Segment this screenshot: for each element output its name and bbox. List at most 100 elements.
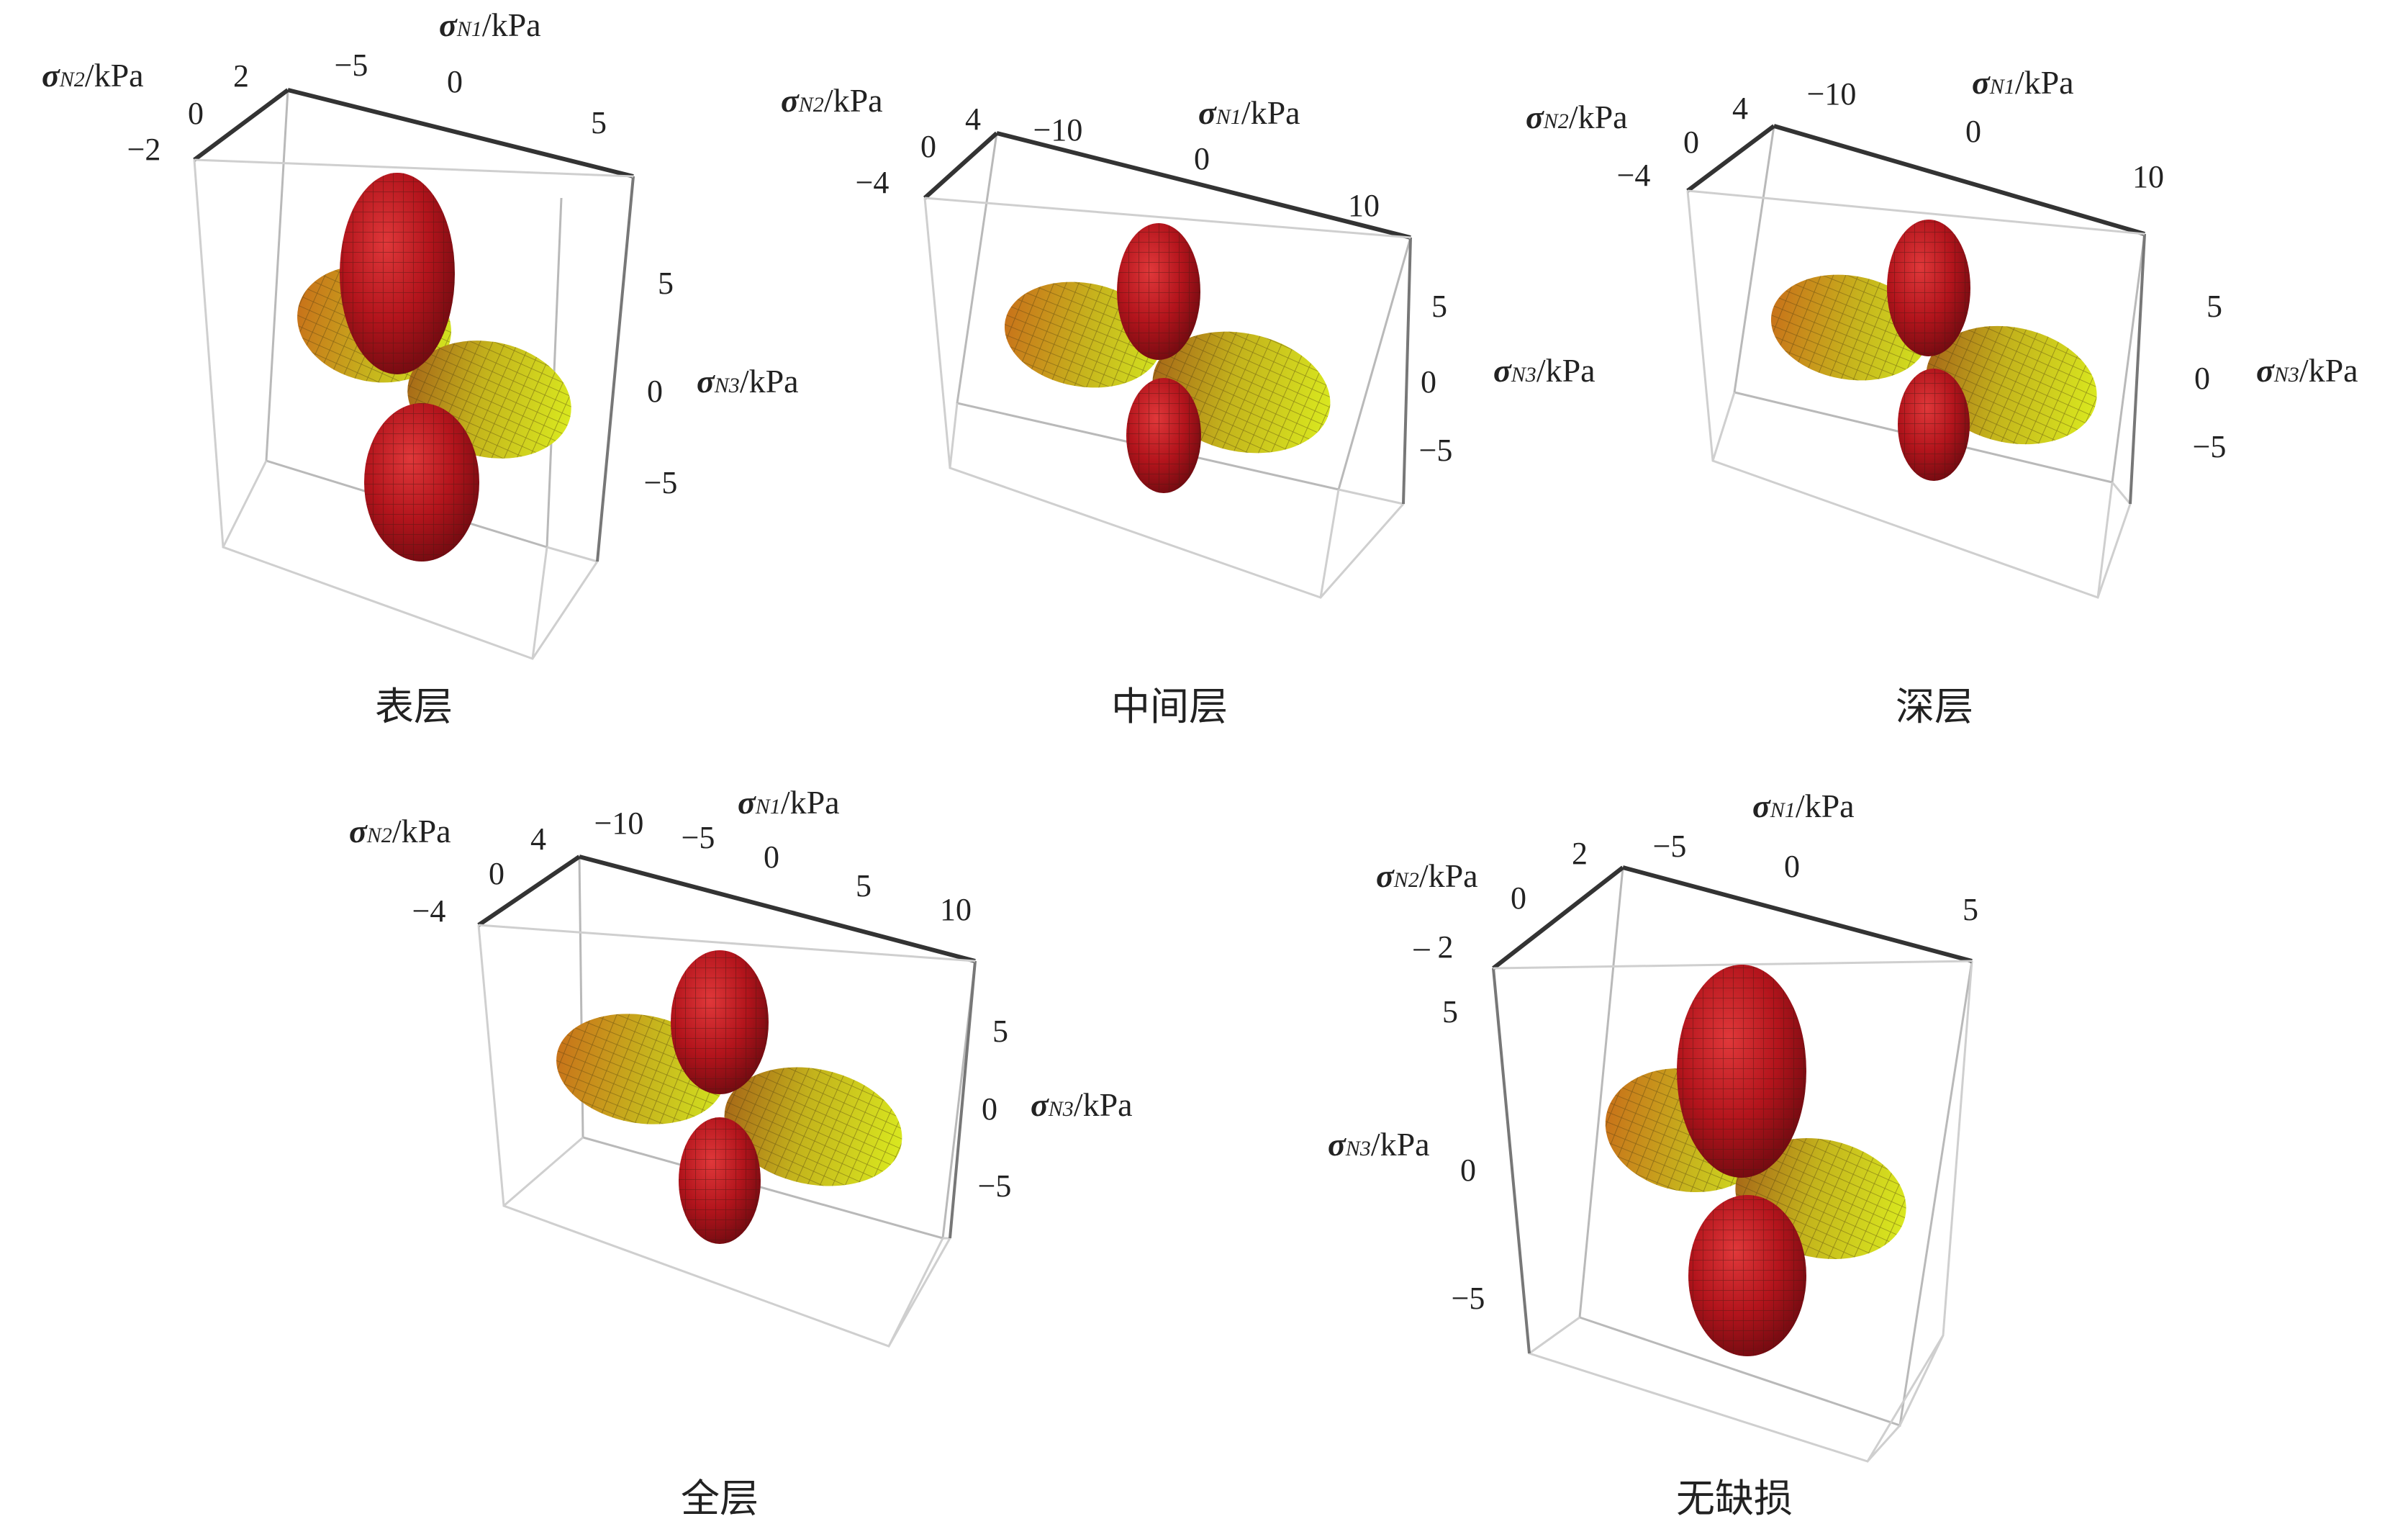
tick-n3-1: 0 xyxy=(1460,1153,1476,1188)
axis-sub-n3: N3 xyxy=(714,374,740,397)
axis-n1-line xyxy=(996,131,1411,240)
box-top-front-edge xyxy=(478,924,976,962)
axis-label-n3: σN3/kPa xyxy=(1493,352,1595,389)
tick-n1-0: −10 xyxy=(1033,112,1083,148)
panel-surface-layer: −5 0 5 2 0 −2 5 0 −5 σ N1/kPa σN2/kPa σN3… xyxy=(42,6,799,729)
axis-sub-n1: N1 xyxy=(456,17,482,41)
axis-symbol: σ xyxy=(1328,1126,1346,1163)
axis-n1-line xyxy=(1773,124,2145,236)
box-front-edges xyxy=(193,159,635,660)
box-top-front-edge xyxy=(1493,960,1973,970)
axis-symbol: σ xyxy=(1526,99,1544,135)
tick-n2-2: −4 xyxy=(412,893,446,929)
lobe-vertical-top-mesh xyxy=(1887,220,1970,356)
axis-units: /kPa xyxy=(1241,94,1300,131)
axis-n2-line xyxy=(193,88,289,162)
ticks-n2: 2 0 −2 xyxy=(127,58,249,167)
axis-sub-n2: N2 xyxy=(1543,109,1569,133)
ticks-n3: 5 0 −5 xyxy=(2193,289,2227,464)
lobe-vertical-top-mesh xyxy=(671,950,769,1094)
axis-units: /kPa xyxy=(85,57,144,94)
tick-n1-1: 0 xyxy=(1194,141,1210,176)
tick-n3-2: −5 xyxy=(1452,1281,1485,1316)
axis-units: /kPa xyxy=(2015,64,2074,101)
axis-symbol: σ xyxy=(2256,352,2275,389)
tick-n3-2: −5 xyxy=(2193,429,2227,464)
panel-caption: 全层 xyxy=(681,1476,759,1521)
axis-n3-line xyxy=(2129,233,2146,505)
axis-label-n1: σN1/kPa xyxy=(738,784,840,821)
axis-label-n3: σN3/kPa xyxy=(1328,1126,1430,1163)
tick-n1-0: −5 xyxy=(1653,829,1687,864)
axis-units: /kPa xyxy=(1536,352,1595,389)
lobe-vertical-bottom-mesh xyxy=(364,403,479,562)
axis-label-n3: σN3/kPa xyxy=(697,363,799,400)
axis-symbol: σ xyxy=(349,813,368,849)
panel-caption: 中间层 xyxy=(1111,684,1228,729)
tick-n1-0: −10 xyxy=(1807,76,1857,112)
ticks-n3: 5 0 −5 xyxy=(1419,289,1453,468)
lobe-vertical-bottom-mesh xyxy=(1126,378,1201,493)
tick-n1-2: 10 xyxy=(2132,159,2164,194)
tick-n1-3: 5 xyxy=(856,868,872,903)
tick-n2-0: 4 xyxy=(965,102,981,137)
ticks-n3: 5 0 −5 xyxy=(1442,994,1485,1316)
axis-label-n1: σN1/kPa xyxy=(1198,94,1300,131)
axis-units: /kPa xyxy=(1074,1086,1133,1123)
tick-n1-2: 5 xyxy=(1963,892,1978,927)
box-back-edges xyxy=(578,856,977,1240)
lobe-vertical-top-mesh xyxy=(1677,965,1806,1178)
ticks-n1: −10 −5 0 5 10 xyxy=(594,806,972,927)
ticks-n1: −5 0 5 xyxy=(335,48,607,140)
axis-n1-line xyxy=(287,88,634,179)
tick-n2-1: 0 xyxy=(920,129,936,164)
axis-sub-n1: N1 xyxy=(1989,75,2015,99)
axis-sub-n3: N3 xyxy=(2273,363,2299,387)
axis-symbol: σ xyxy=(42,57,60,94)
axis-sub-n1: N1 xyxy=(1770,798,1796,822)
box-top-front-edge xyxy=(194,158,634,178)
axis-n3-line xyxy=(1492,968,1531,1354)
ticks-n2: 4 0 −4 xyxy=(412,821,546,929)
ticks-n2: 4 0 −4 xyxy=(1617,91,1748,193)
box-back-edges xyxy=(1578,867,1973,1427)
tick-n3-0: 5 xyxy=(658,266,674,301)
panel-deep-layer: −10 0 10 4 0 −4 5 0 −5 σN1/kPa σN2/kPa σ… xyxy=(1526,64,2358,729)
axis-label-n2: σN2/kPa xyxy=(781,82,883,119)
axis-symbol: σ xyxy=(1972,64,1991,101)
tick-n2-0: 4 xyxy=(1732,91,1748,126)
tick-n3-2: −5 xyxy=(978,1168,1012,1204)
tick-n3-2: −5 xyxy=(1419,433,1453,468)
tick-n3-0: 5 xyxy=(2206,289,2222,324)
lobe-vertical-top-mesh xyxy=(340,173,455,374)
axis-n2-line xyxy=(477,855,581,927)
panel-caption: 无缺损 xyxy=(1676,1476,1793,1521)
axis-sub-n3: N3 xyxy=(1345,1137,1371,1160)
ticks-n1: −10 0 10 xyxy=(1033,112,1380,223)
tick-n1-1: 0 xyxy=(1784,849,1800,884)
axis-label-n2: σN2/kPa xyxy=(349,813,451,849)
axis-symbol: σ xyxy=(1752,788,1771,824)
axis-symbol: σ xyxy=(1198,94,1217,131)
axis-n1-line xyxy=(579,855,976,963)
axis-sub-n3: N3 xyxy=(1048,1097,1074,1121)
ticks-n1: −5 0 5 xyxy=(1653,829,1978,927)
axis-label-n2: σN2/kPa xyxy=(42,57,144,94)
box-top-front-edge xyxy=(1687,189,2145,235)
tick-n2-1: 0 xyxy=(188,96,204,131)
ticks-n1: −10 0 10 xyxy=(1807,76,2164,194)
panel-full-layer: −10 −5 0 5 10 4 0 −4 5 0 −5 σN1/kPa σN2/… xyxy=(349,784,1133,1521)
panel-caption: 深层 xyxy=(1896,684,1973,729)
tick-n2-2: – 2 xyxy=(1413,929,1454,965)
panel-no-defect: −5 0 5 2 0 – 2 5 0 −5 σN1/kPa σN2/kPa σN… xyxy=(1328,788,1978,1521)
tick-n3-2: −5 xyxy=(644,465,678,500)
tick-n2-2: −4 xyxy=(856,165,890,200)
axis-units: /kPa xyxy=(1419,857,1478,894)
lobe-vertical-top-mesh xyxy=(1117,223,1200,360)
tick-n1-4: 10 xyxy=(940,892,972,927)
axis-label-n3: σN3/kPa xyxy=(2256,352,2358,389)
axis-label-n3: σN3/kPa xyxy=(1031,1086,1133,1123)
axis-label-n2: σN2/kPa xyxy=(1526,99,1628,135)
tick-n1-2: 0 xyxy=(764,839,779,875)
